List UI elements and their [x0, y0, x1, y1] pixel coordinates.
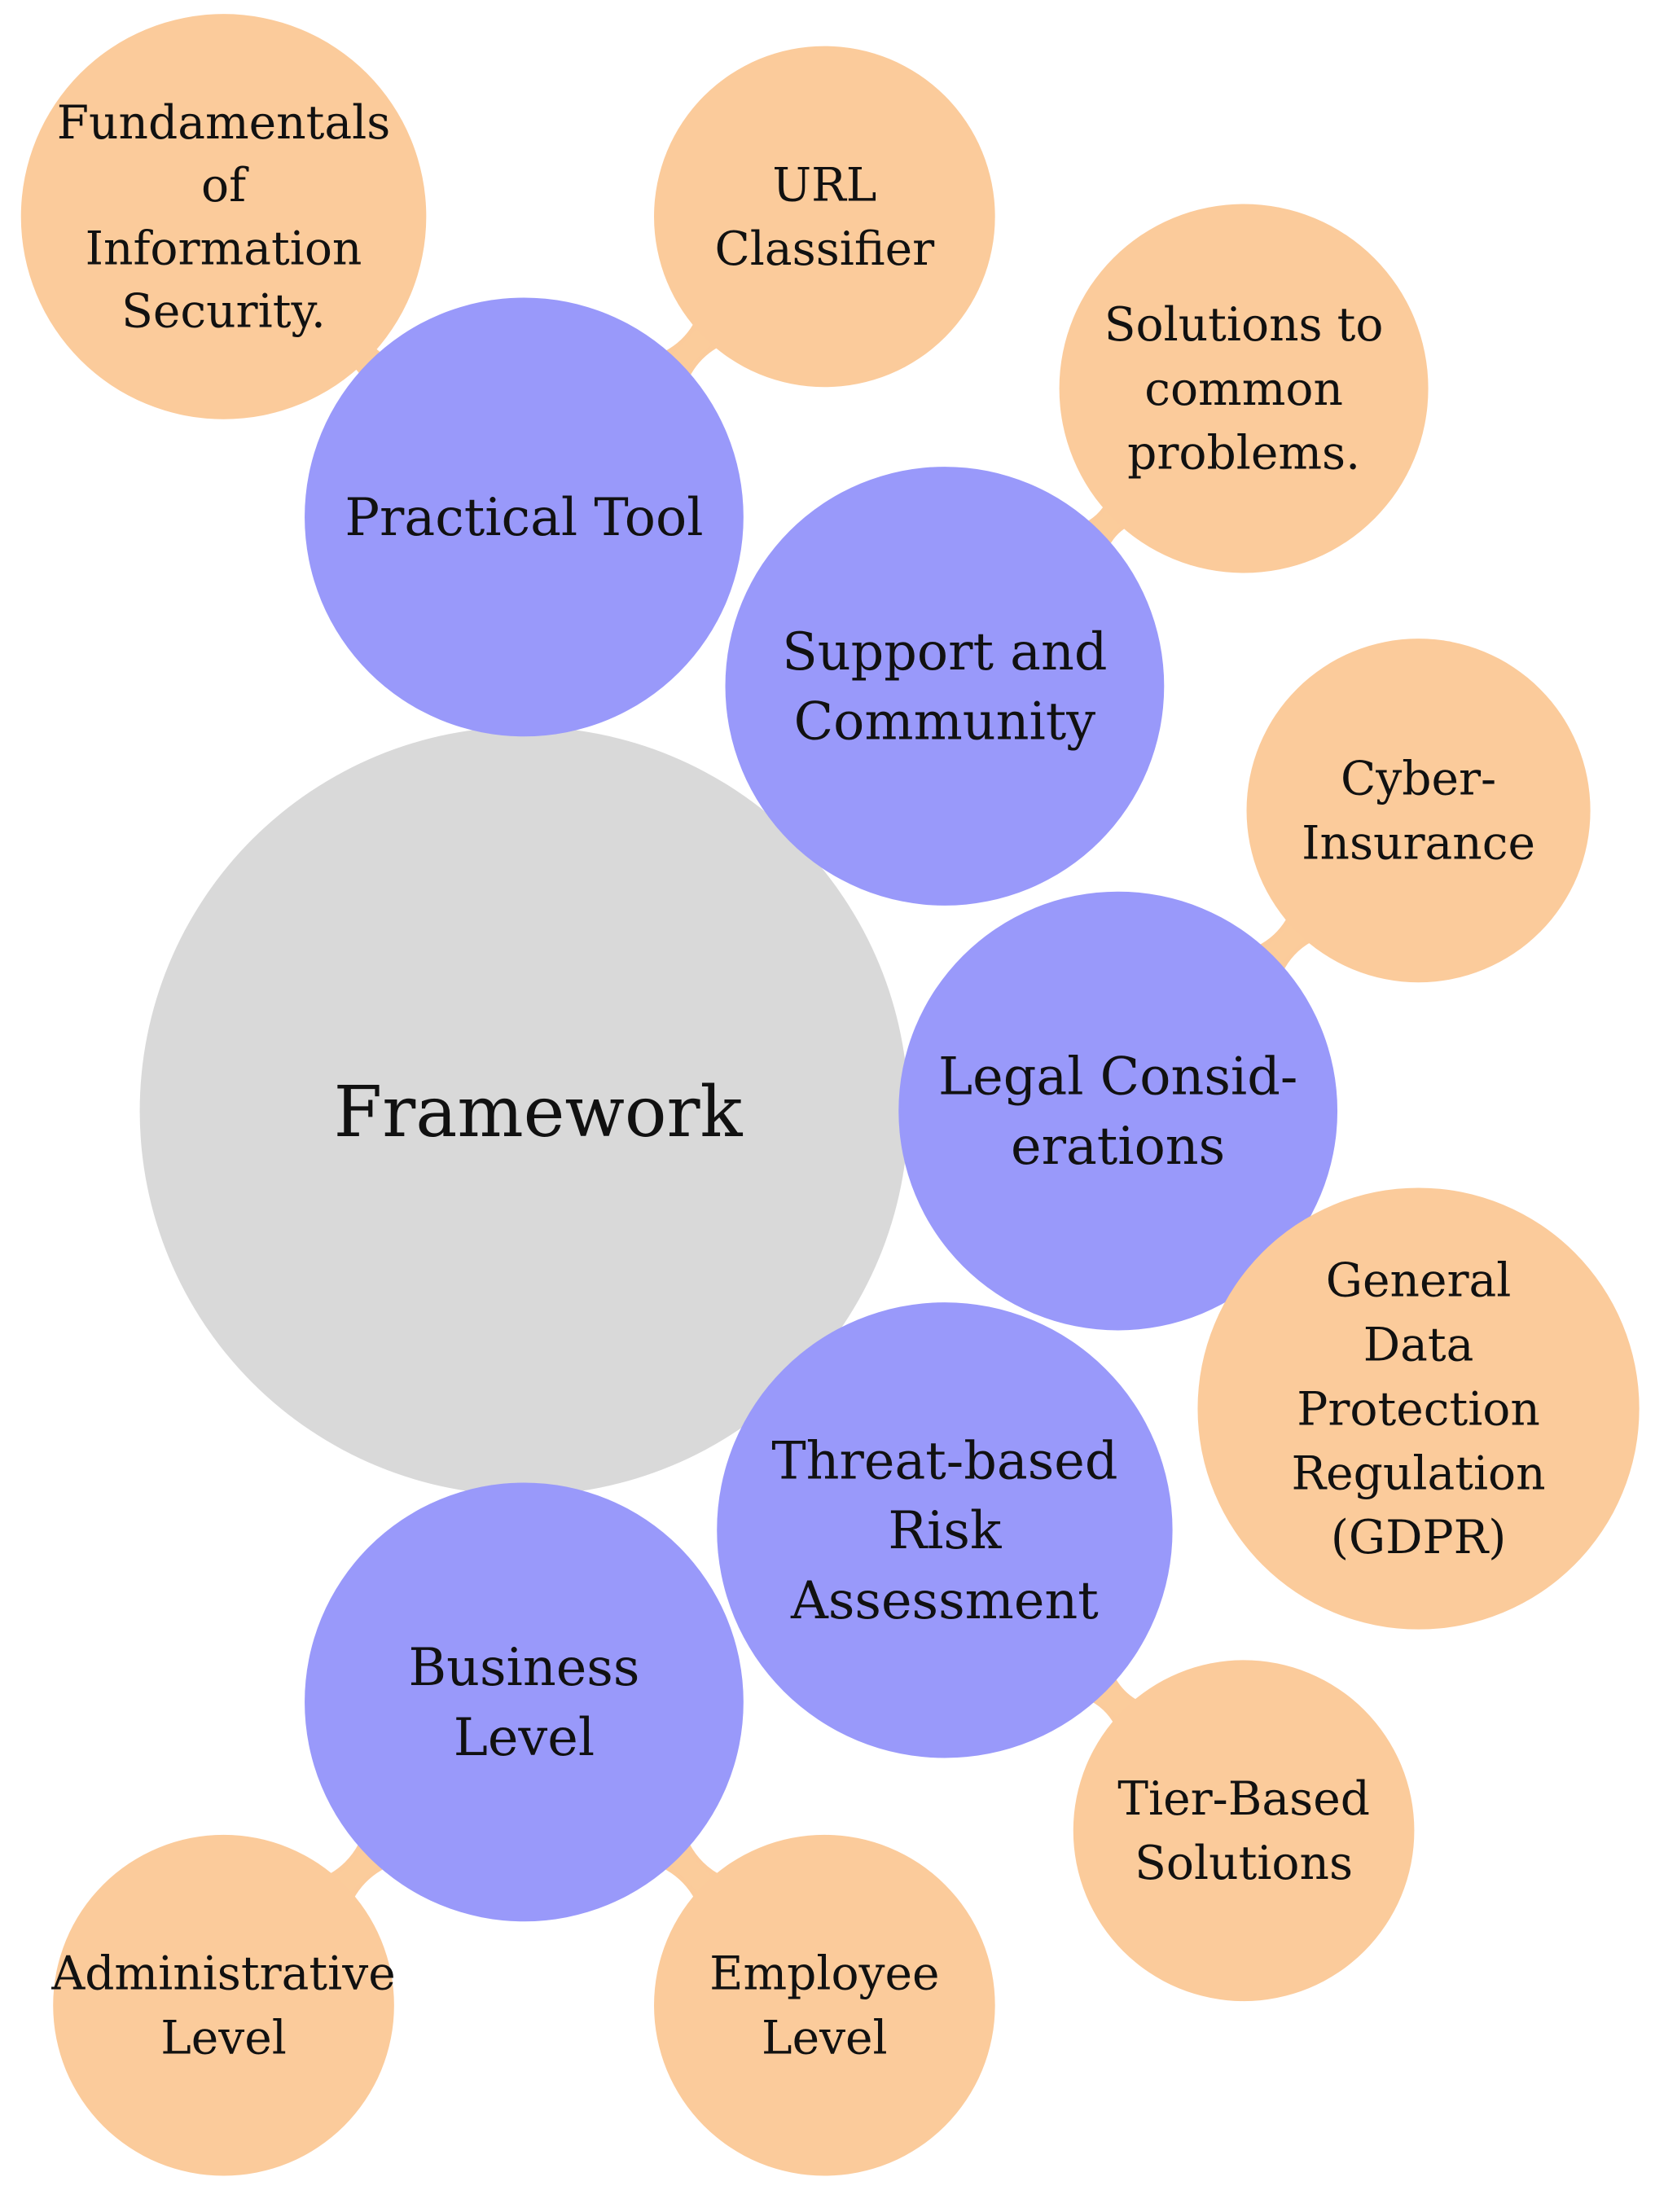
- leaf-node-cyber-label-line: Cyber-: [1341, 753, 1496, 806]
- leaf-node-gdpr-label-line: (GDPR): [1331, 1511, 1507, 1565]
- concept-node-practical: Practical Tool: [305, 297, 744, 737]
- concept-node-threat-label-line: Risk: [888, 1500, 1002, 1560]
- leaf-node-fund-label-line: Security.: [121, 285, 326, 339]
- leaf-node-admin-circle: [53, 1834, 394, 2176]
- concept-node-support-circle: [725, 467, 1165, 906]
- leaf-node-tier-circle: [1073, 1660, 1415, 2002]
- leaf-node-fund-label-line: Information: [86, 222, 362, 275]
- leaf-node-gdpr-label-line: General: [1326, 1254, 1512, 1308]
- leaf-node-fund-label-line: of: [201, 159, 249, 213]
- leaf-node-cyber-label-line: Insurance: [1302, 816, 1535, 870]
- leaf-node-url-label-line: URL: [772, 158, 876, 212]
- concept-node-legal: Legal Consid-erations: [898, 891, 1338, 1331]
- leaf-node-solutions-label-line: Solutions to: [1104, 298, 1384, 352]
- leaf-node-url: URL Classifier: [654, 46, 995, 388]
- leaf-node-gdpr-label-line: Regulation: [1292, 1446, 1546, 1500]
- leaf-node-gdpr-label-line: Protection: [1297, 1382, 1540, 1436]
- concept-node-business-label-line: Level: [454, 1707, 595, 1767]
- leaf-node-gdpr-label-line: Data: [1363, 1318, 1474, 1372]
- node-layer: Framework Practical Tool Fundamentals ofInf…: [20, 14, 1640, 2176]
- leaf-node-solutions-circle: [1059, 204, 1429, 573]
- leaf-node-cyber: Cyber- Insurance: [1246, 639, 1591, 983]
- leaf-node-fund-circle: [20, 14, 427, 419]
- concept-node-practical-label-line: Practical Tool: [345, 487, 703, 547]
- framework-node: Framework: [139, 726, 909, 1495]
- leaf-node-employee-label-line: Employee: [709, 1947, 939, 2001]
- leaf-node-tier-label-line: Solutions: [1135, 1837, 1353, 1890]
- concept-node-practical-circle: [305, 297, 744, 737]
- concept-node-support-label-line: Community: [794, 691, 1096, 752]
- leaf-node-tier-label-line: Tier-Based: [1117, 1772, 1370, 1826]
- leaf-node-gdpr-circle: [1197, 1187, 1640, 1630]
- leaf-node-url-circle: [654, 46, 995, 388]
- leaf-node-solutions: Solutions to common problems.: [1059, 204, 1429, 573]
- leaf-node-solutions-label-line: problems.: [1127, 427, 1360, 481]
- leaf-node-solutions-label-line: common: [1144, 362, 1343, 416]
- framework-node-circle: [139, 726, 909, 1495]
- leaf-node-employee-label-line: Level: [762, 2012, 888, 2065]
- concept-node-threat-circle: [717, 1302, 1173, 1758]
- concept-node-legal-label-line: Legal Consid-: [938, 1046, 1297, 1106]
- leaf-node-admin-label-line: Level: [160, 2012, 287, 2065]
- leaf-node-fund-label-line: Fundamentals: [57, 96, 390, 150]
- concept-node-business-label-line: Business: [408, 1637, 639, 1697]
- concept-node-threat-label-line: Assessment: [790, 1570, 1099, 1630]
- framework-label: Framework: [334, 1072, 744, 1153]
- leaf-node-url-label-line: Classifier: [714, 222, 935, 276]
- leaf-node-admin-label-line: Administrative: [50, 1947, 395, 2001]
- leaf-node-cyber-circle: [1246, 639, 1591, 983]
- concept-node-business-circle: [305, 1482, 744, 1922]
- leaf-node-employee-circle: [654, 1834, 995, 2176]
- concept-node-threat-label-line: Threat-based: [771, 1430, 1117, 1490]
- concept-node-legal-circle: [898, 891, 1338, 1331]
- concept-node-legal-label-line: erations: [1011, 1116, 1225, 1176]
- concept-node-support-label-line: Support and: [782, 621, 1107, 682]
